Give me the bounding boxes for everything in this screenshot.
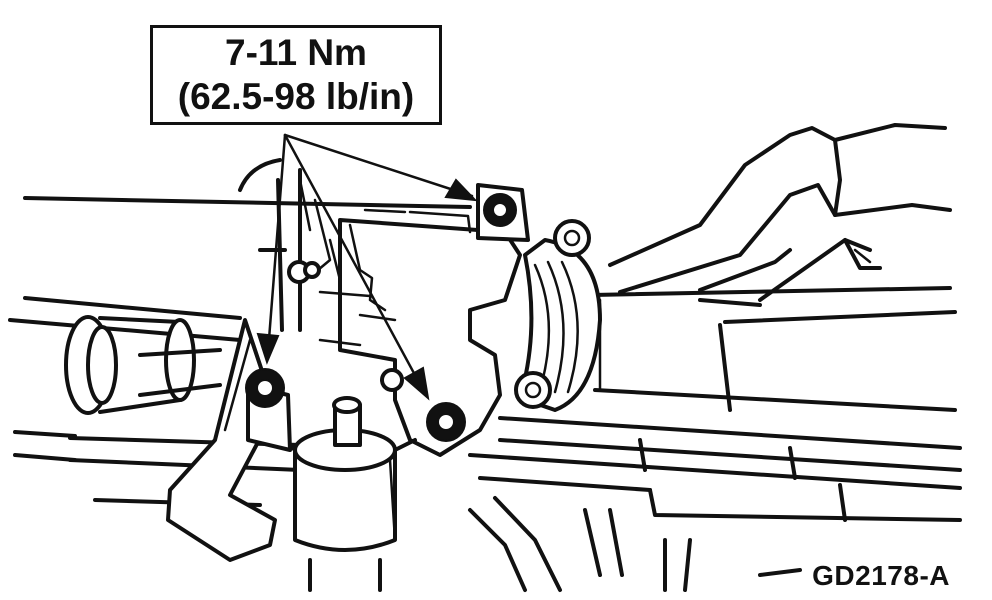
torque-spec-callout: 7-11 Nm (62.5-98 lb/in) — [150, 25, 442, 125]
rack-tube — [590, 286, 957, 412]
figure-id-label: GD2178-A — [812, 560, 950, 591]
bolt-lower-center — [426, 402, 466, 442]
leader-arrows — [256, 133, 478, 401]
clamp-bolt-upper — [553, 219, 591, 257]
clamp-bolt-lower — [514, 371, 552, 409]
bolt-lower-left — [245, 368, 285, 408]
transfer-cylinder — [248, 396, 417, 592]
small-fitting — [287, 260, 404, 392]
input-shaft-fitting — [13, 315, 222, 462]
upper-bracket — [608, 123, 952, 307]
bolt-top — [476, 183, 530, 242]
lower-base — [468, 416, 962, 592]
torque-nm-label: 7-11 Nm — [225, 32, 367, 73]
torque-lbin-label: (62.5-98 lb/in) — [177, 76, 415, 117]
